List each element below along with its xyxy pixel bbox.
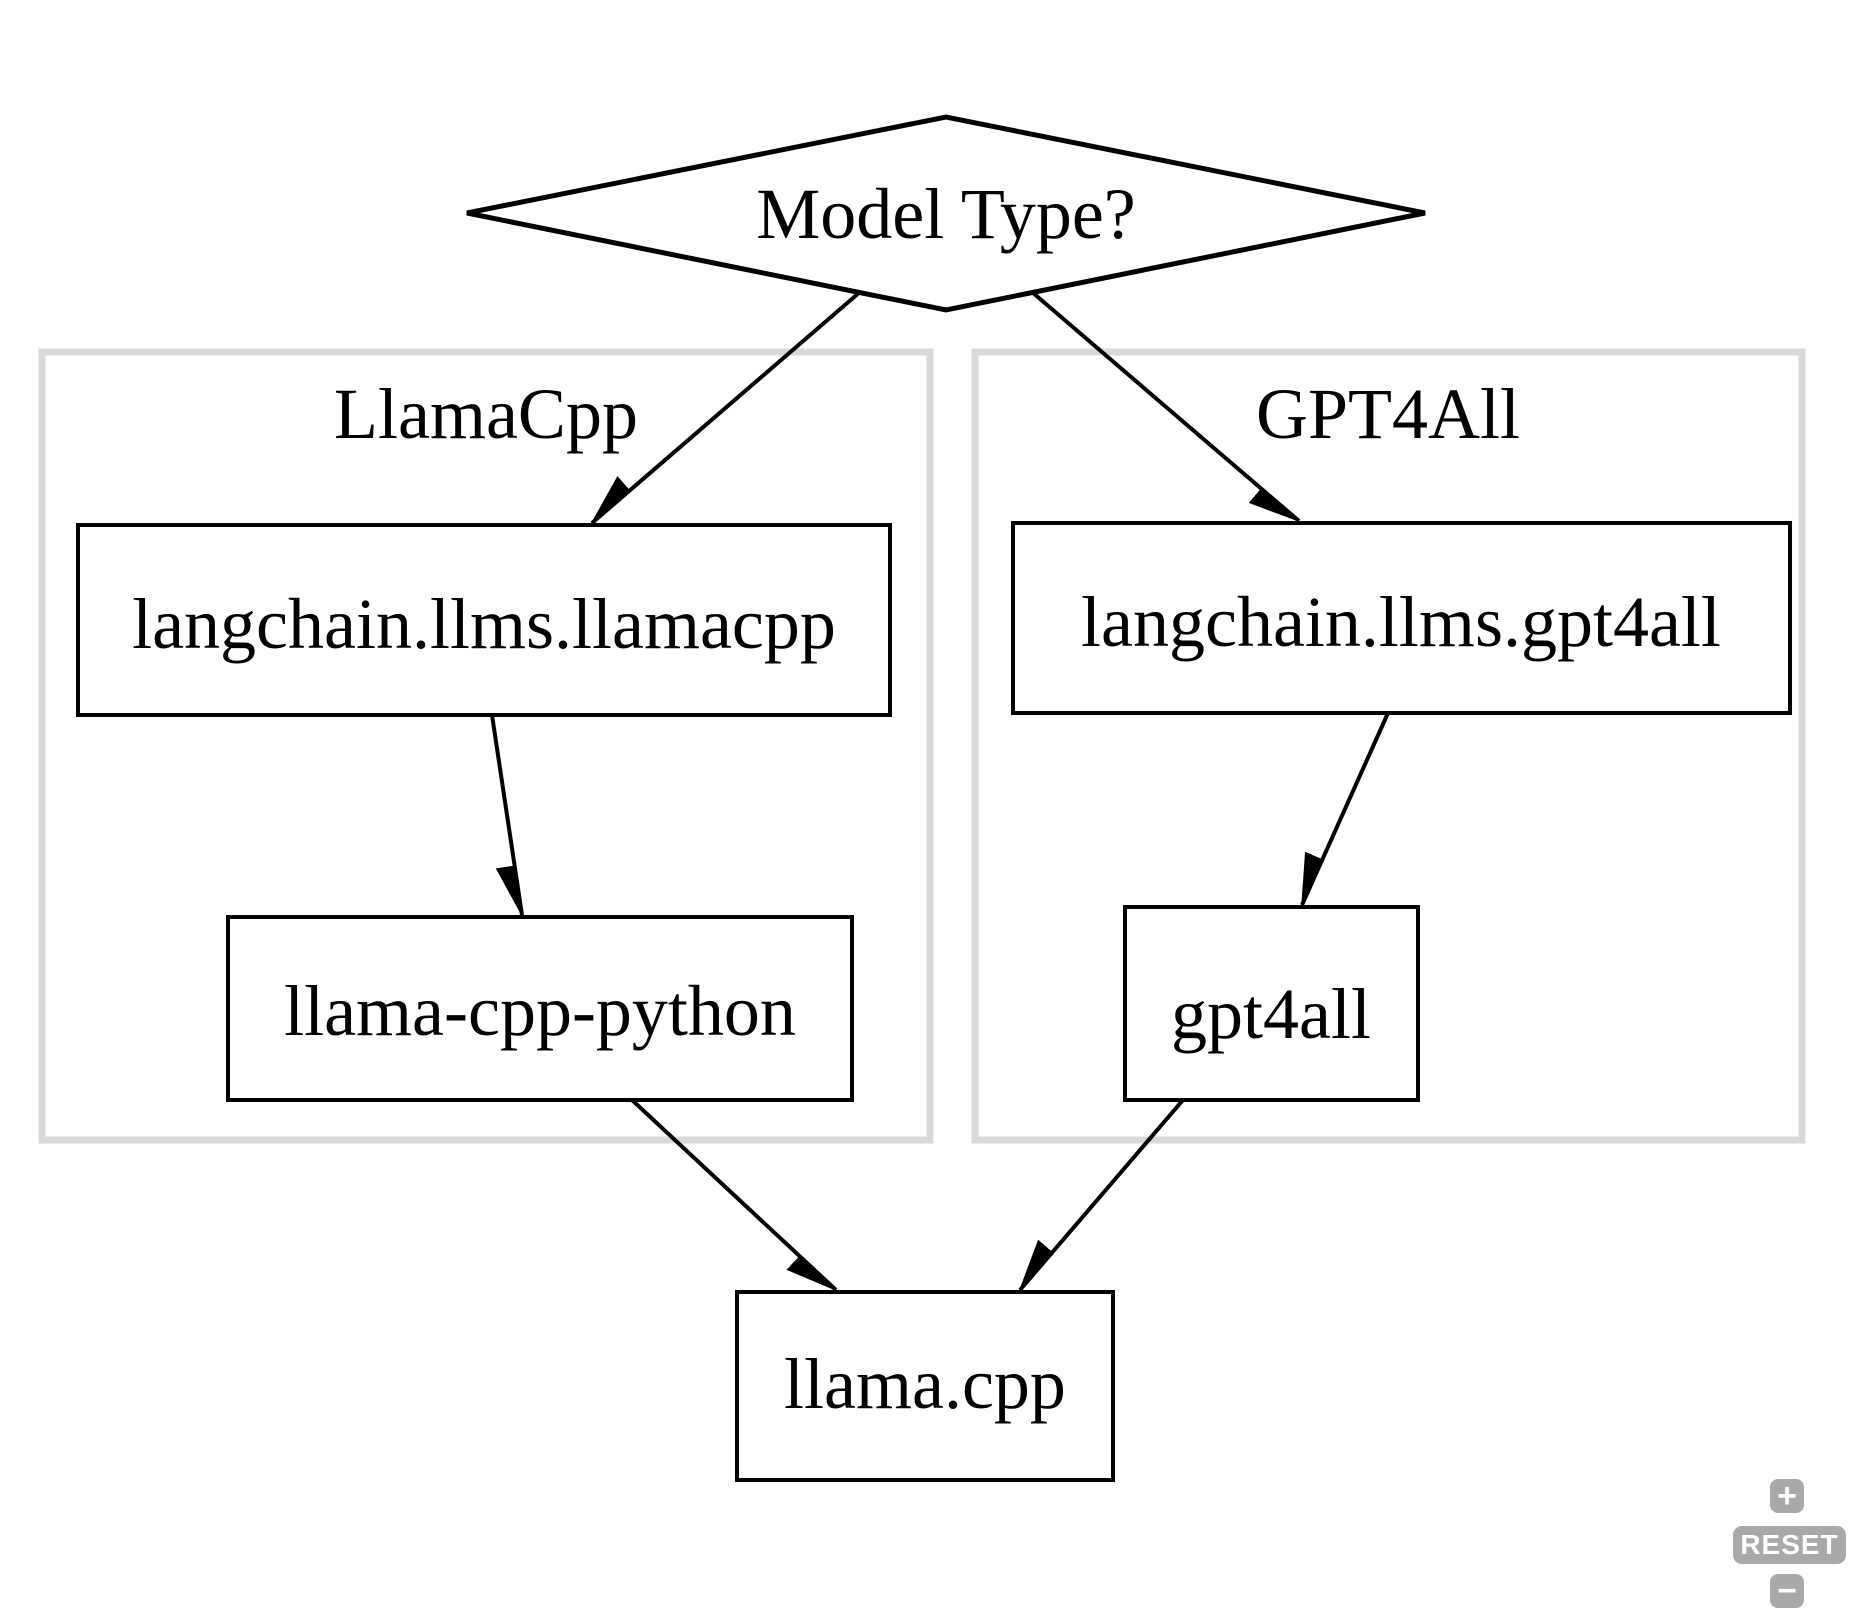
node-langchain-llms-gpt4all: [1011, 521, 1792, 715]
node-langchain-llms-llamacpp: [76, 523, 892, 717]
cluster-gpt4all-frame: [971, 348, 1806, 1144]
node-llama-cpp-python: [226, 915, 854, 1102]
edge-llamacpp-to-llama-cpp-python: [490, 714, 524, 915]
decision-label: Model Type?: [756, 174, 1136, 254]
cluster-llamacpp-label: LlamaCpp: [334, 374, 638, 454]
node-llama-cpp-python-label: llama-cpp-python: [284, 971, 796, 1051]
edge-decision-to-llamacpp: [592, 290, 862, 525]
node-gpt4all: [1123, 905, 1420, 1102]
edge-gpt4all-module-to-gpt4all: [1300, 712, 1390, 905]
node-langchain-llms-llamacpp-label: langchain.llms.llamacpp: [132, 584, 836, 664]
edge-decision-to-gpt4all: [1030, 290, 1299, 523]
node-langchain-llms-gpt4all-label: langchain.llms.gpt4all: [1081, 582, 1721, 662]
reset-button[interactable]: RESET: [1733, 1526, 1846, 1564]
node-llama-cpp: [735, 1290, 1115, 1482]
cluster-gpt4all-label: GPT4All: [1256, 374, 1520, 454]
decision-diamond: [466, 114, 1426, 313]
cluster-llamacpp-frame: [38, 348, 934, 1144]
edge-gpt4all-to-llamacpp-lib: [1018, 1098, 1185, 1290]
node-gpt4all-label: gpt4all: [1171, 974, 1371, 1054]
zoom-out-button[interactable]: −: [1770, 1574, 1804, 1608]
edge-llama-cpp-python-to-llamacpp-lib: [630, 1098, 836, 1292]
node-llama-cpp-label: llama.cpp: [784, 1344, 1066, 1424]
zoom-in-button[interactable]: +: [1770, 1479, 1804, 1513]
